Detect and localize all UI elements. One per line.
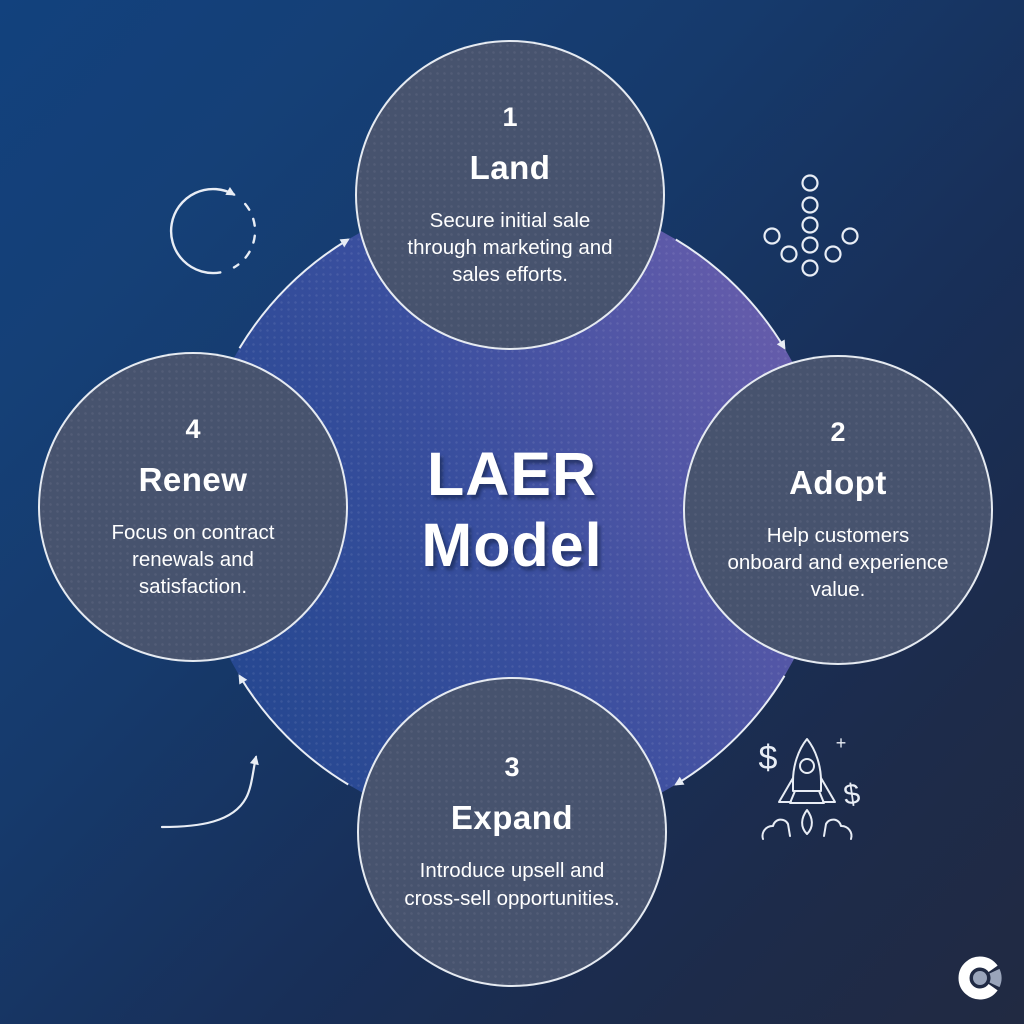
stage-number: 4 xyxy=(185,413,201,444)
stage-description-line: Help customers xyxy=(766,523,910,547)
refresh-cycle-icon xyxy=(169,186,257,275)
stage-circle-land: 1 Land Secure initial sale through marke… xyxy=(355,40,665,350)
rocket-window xyxy=(799,758,815,774)
stage-description: Help customers onboard and experience va… xyxy=(727,522,948,603)
stage-name: Renew xyxy=(138,460,248,498)
stage-name: Expand xyxy=(450,799,574,837)
stage-description: Focus on contract renewals and satisfact… xyxy=(112,519,275,600)
growth-curve-arrow-icon xyxy=(160,755,259,829)
stage-description-line: Introduce upsell and xyxy=(419,859,605,883)
brand-logo xyxy=(958,956,1002,1000)
stage-number: 3 xyxy=(504,752,520,783)
dollar-sign-right: $ xyxy=(842,778,862,812)
stage-description-line: sales efforts. xyxy=(452,263,568,287)
diagram-title-line-2: Model xyxy=(421,511,603,579)
stage-description: Introduce upsell and cross-sell opportun… xyxy=(404,857,619,911)
launch-cloud-right xyxy=(823,818,853,840)
stage-description-line: renewals and xyxy=(132,547,254,571)
rocket-body xyxy=(792,738,822,792)
stage-name: Land xyxy=(469,148,551,186)
stage-name: Adopt xyxy=(789,463,887,501)
stage-description: Secure initial sale through marketing an… xyxy=(407,207,612,288)
stage-number: 2 xyxy=(830,416,846,447)
rocket-fin-left xyxy=(778,777,794,803)
stage-description-line: through marketing and xyxy=(407,235,613,259)
stage-description-line: Focus on contract xyxy=(111,520,275,544)
stage-description-line: cross-sell opportunities. xyxy=(404,886,620,910)
plus-sign: + xyxy=(836,733,847,753)
dollar-sign-left: $ xyxy=(759,739,778,777)
dotted-down-arrow-icon xyxy=(763,174,859,277)
stage-number: 1 xyxy=(502,101,518,132)
launch-cloud-left xyxy=(761,818,791,840)
stage-description-line: value. xyxy=(810,578,866,602)
rocket-skirt xyxy=(789,790,825,804)
rocket-dollars-icon: $ $ + xyxy=(759,733,862,840)
stage-description-line: Secure initial sale xyxy=(429,208,591,232)
rocket-fin-right xyxy=(820,777,836,803)
stage-circle-expand: 3 Expand Introduce upsell and cross-sell… xyxy=(357,677,667,987)
stage-circle-renew: 4 Renew Focus on contract renewals and s… xyxy=(38,352,348,662)
stage-description-line: satisfaction. xyxy=(138,575,248,599)
stage-description-line: onboard and experience xyxy=(727,550,949,574)
diagram-title-line-1: LAER xyxy=(426,440,598,508)
diagram-title: LAER Model xyxy=(312,443,712,576)
rocket-flame xyxy=(801,809,813,835)
stage-circle-adopt: 2 Adopt Help customers onboard and exper… xyxy=(683,355,993,665)
